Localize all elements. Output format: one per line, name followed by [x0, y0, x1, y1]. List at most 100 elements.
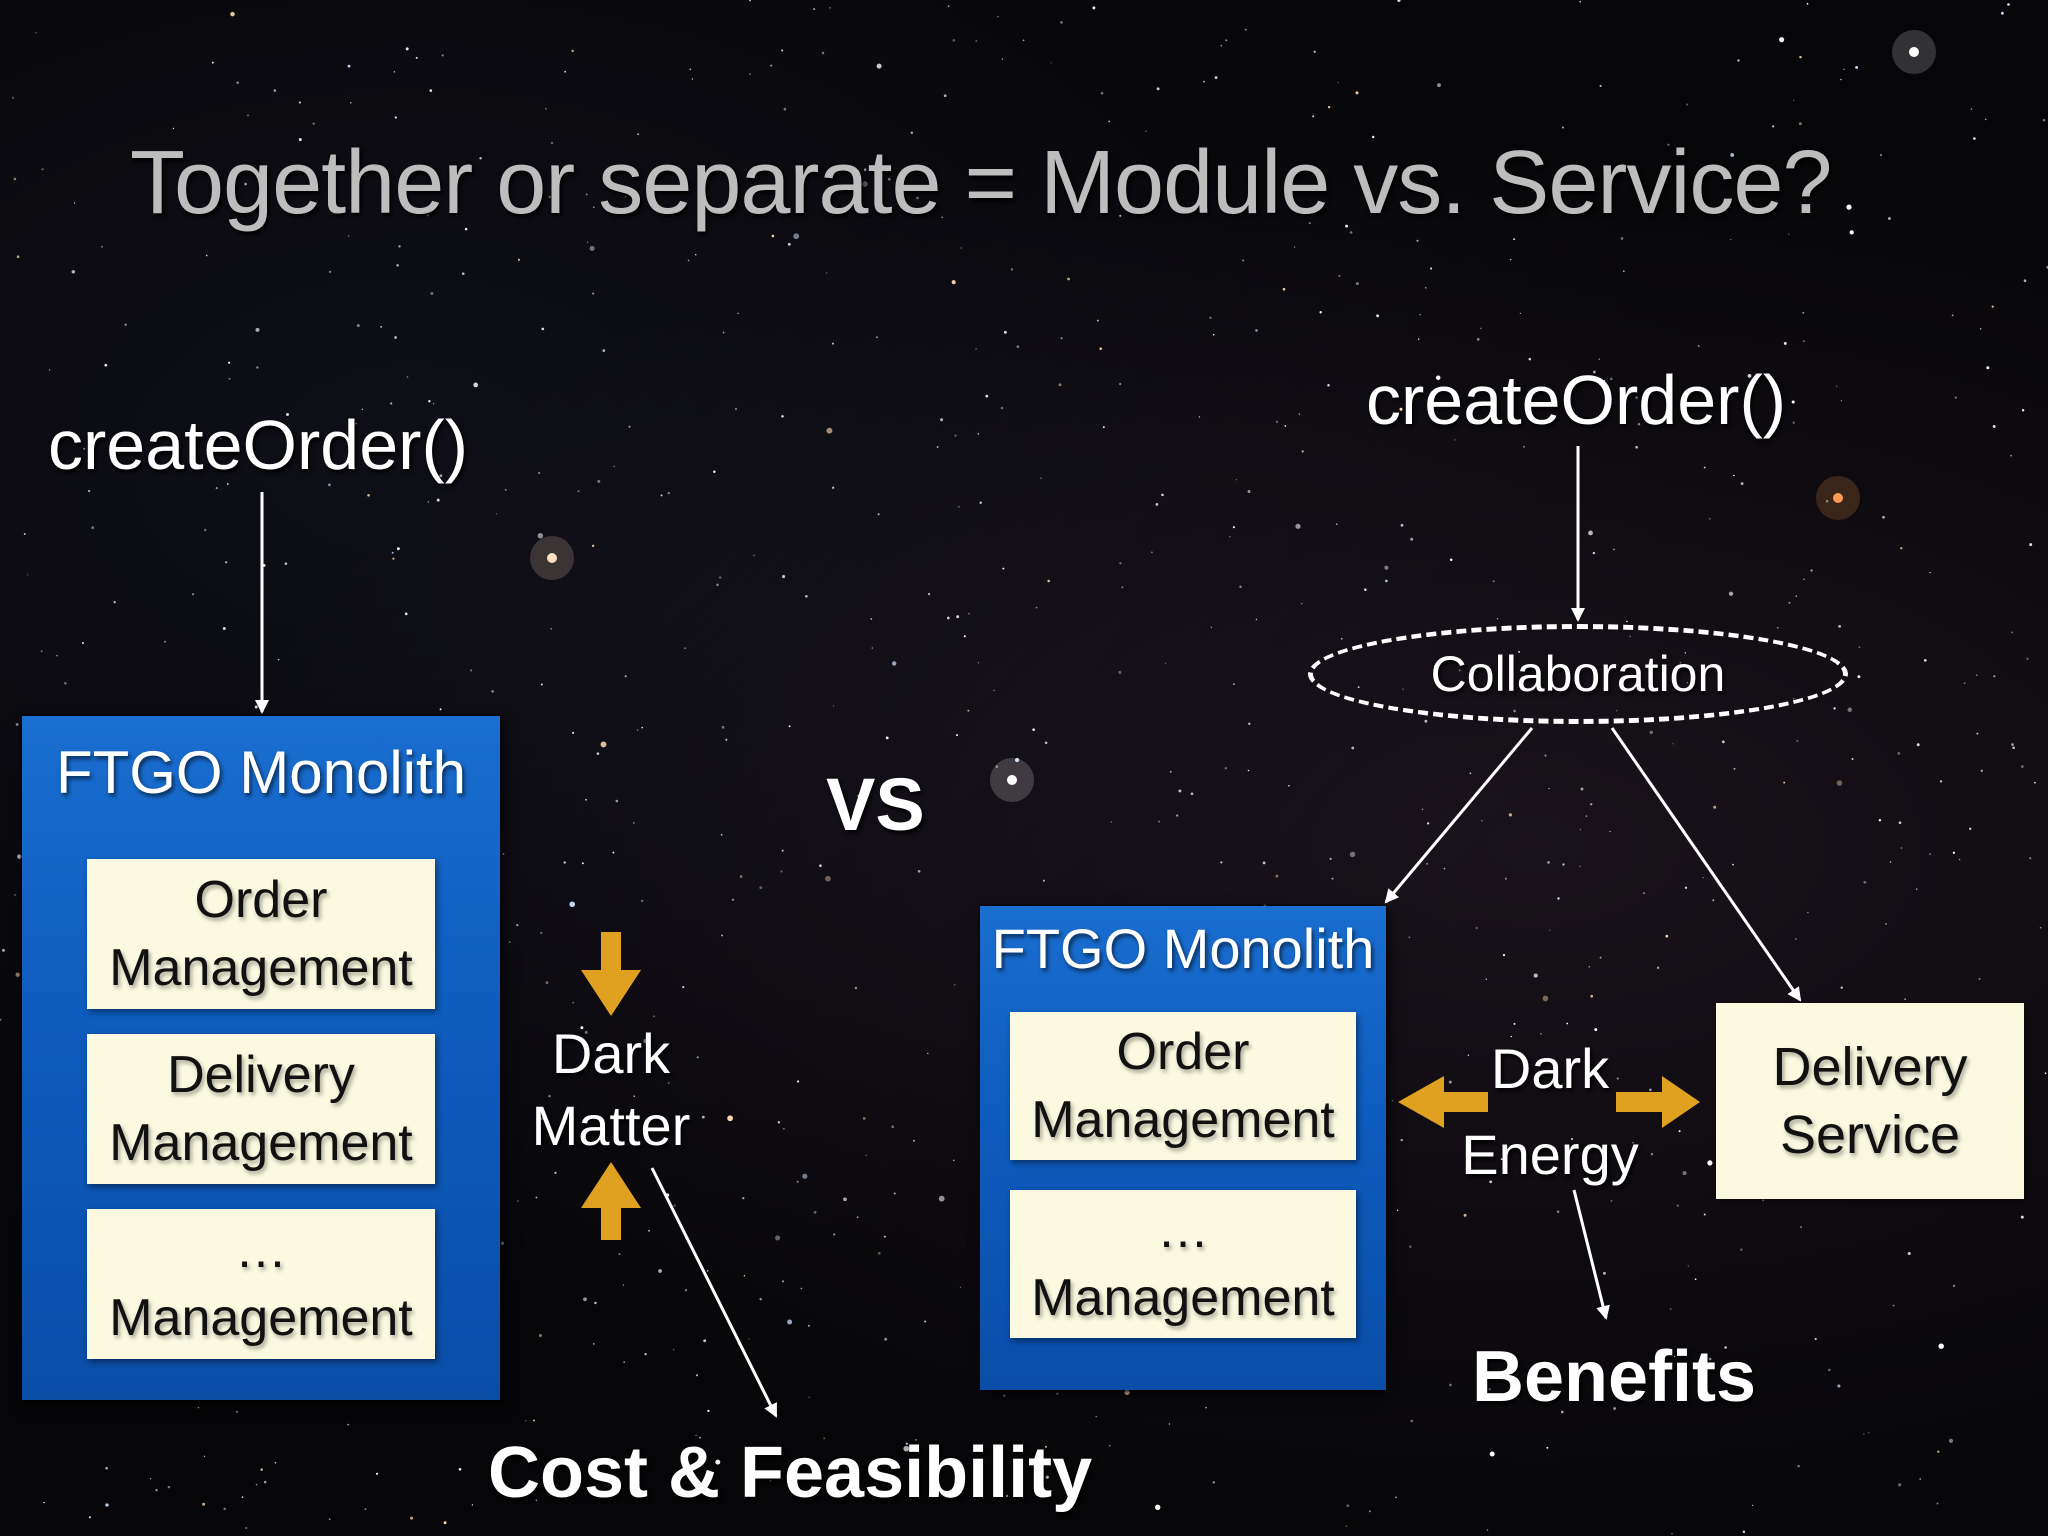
star — [1212, 1481, 1215, 1484]
star — [2020, 1215, 2024, 1219]
star — [1064, 1503, 1068, 1506]
star — [685, 1237, 687, 1240]
star — [1702, 876, 1704, 879]
star — [1762, 1199, 1765, 1202]
star — [903, 1445, 910, 1452]
star — [587, 241, 589, 243]
star — [1092, 6, 1096, 10]
star — [1637, 423, 1641, 426]
star — [665, 1193, 670, 1197]
star — [1954, 396, 1957, 399]
star — [788, 725, 791, 728]
star — [1346, 1504, 1350, 1508]
star — [833, 1233, 836, 1236]
star — [1158, 820, 1160, 823]
star — [1939, 780, 1943, 783]
bright-star — [547, 553, 557, 563]
star — [255, 1483, 258, 1486]
star — [1513, 1022, 1516, 1025]
star — [535, 1499, 537, 1501]
star — [347, 1423, 350, 1426]
star — [1492, 580, 1495, 583]
star — [1686, 103, 1689, 106]
star — [1798, 122, 1802, 126]
star — [1255, 618, 1258, 621]
module-line: Management — [109, 1114, 413, 1172]
star — [2029, 857, 2032, 860]
star — [1733, 474, 1735, 477]
star — [1544, 754, 1547, 757]
star — [940, 418, 944, 422]
star — [394, 116, 397, 119]
star — [931, 1479, 935, 1483]
star — [1143, 167, 1146, 171]
star — [1813, 151, 1816, 154]
star — [230, 11, 235, 17]
star — [1109, 1445, 1111, 1447]
star — [545, 107, 547, 110]
star — [16, 255, 20, 259]
star — [956, 615, 960, 619]
star — [832, 486, 835, 489]
star — [1161, 493, 1164, 497]
star — [205, 254, 208, 257]
star — [361, 408, 364, 411]
star — [1298, 413, 1301, 415]
star — [1301, 450, 1304, 453]
star — [2020, 765, 2024, 768]
star — [2044, 1072, 2047, 1075]
star — [1626, 620, 1628, 623]
star — [793, 233, 800, 240]
star — [506, 203, 509, 205]
star — [1430, 267, 1433, 270]
star — [392, 557, 395, 560]
star — [258, 170, 261, 173]
star — [955, 734, 959, 737]
star — [600, 741, 607, 748]
star — [2012, 746, 2015, 750]
star — [691, 78, 693, 80]
star — [2026, 657, 2029, 661]
star — [681, 204, 684, 208]
star — [1613, 548, 1615, 551]
star — [799, 192, 802, 195]
star — [2021, 409, 2025, 412]
star — [163, 640, 166, 643]
star — [71, 270, 76, 274]
star — [1508, 813, 1513, 817]
star — [380, 326, 382, 328]
star — [584, 1030, 588, 1034]
star — [508, 941, 511, 943]
star — [825, 875, 831, 882]
star — [274, 1462, 277, 1464]
star — [1010, 268, 1014, 271]
star — [1489, 1451, 1495, 1457]
star — [632, 821, 635, 824]
star — [404, 612, 408, 616]
star — [15, 972, 20, 977]
star — [1599, 84, 1602, 87]
star — [548, 195, 552, 199]
left-delivery-management-module: Delivery Management — [87, 1034, 435, 1184]
star — [1469, 772, 1472, 775]
star — [668, 1082, 670, 1084]
star — [796, 1180, 799, 1183]
right-other-management-module: … Management — [1010, 1190, 1356, 1338]
star — [1592, 551, 1596, 555]
star — [1603, 380, 1606, 382]
star — [1435, 375, 1441, 380]
star — [0, 1018, 2, 1021]
star — [725, 738, 728, 741]
bright-star — [1909, 47, 1919, 57]
star — [1060, 337, 1063, 340]
star — [1489, 1180, 1493, 1184]
star — [1410, 537, 1414, 541]
star — [782, 575, 786, 579]
star — [1642, 892, 1645, 895]
star — [623, 1361, 626, 1363]
star — [1067, 277, 1070, 281]
star — [1397, 0, 1401, 2]
star — [263, 1480, 267, 1484]
star — [1408, 936, 1411, 939]
module-line: Delivery — [167, 1046, 355, 1104]
